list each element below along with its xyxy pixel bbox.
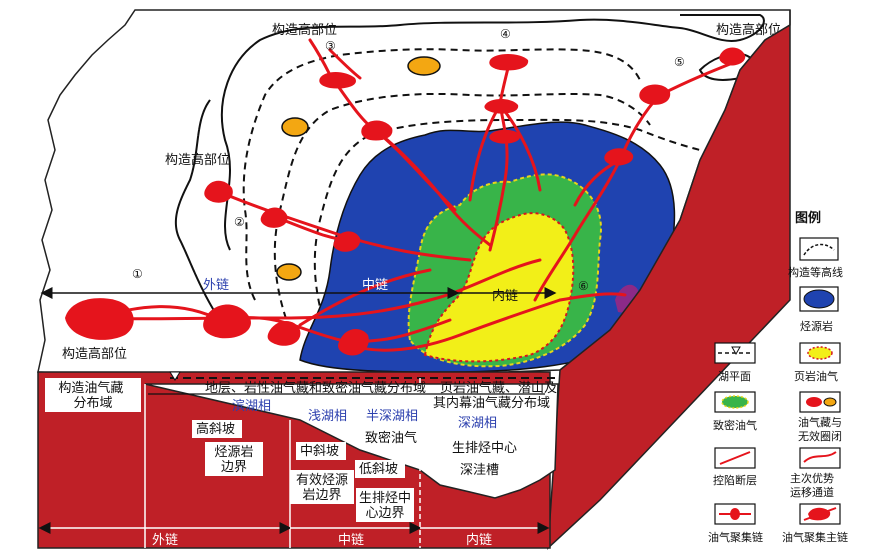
legend-reservoir-l2: 无效圈闭 bbox=[798, 429, 842, 443]
low-slope-label: 低斜坡 bbox=[359, 462, 398, 477]
map-inner-chain: 内链 bbox=[492, 288, 518, 304]
gen-center-label: 生排烃中心 bbox=[452, 441, 517, 456]
structural-domain-l1: 构造油气藏 bbox=[58, 380, 123, 396]
map-high-left: 构造高部位 bbox=[165, 152, 230, 168]
section-outer-chain: 外链 bbox=[152, 533, 178, 548]
legend-tight-oil: 致密油气 bbox=[713, 418, 757, 432]
legend-lake-level: 湖平面 bbox=[718, 370, 751, 383]
section-middle-chain: 中链 bbox=[338, 533, 364, 548]
effective-source-l1: 有效烃源 bbox=[296, 473, 348, 488]
high-slope-label: 高斜坡 bbox=[196, 421, 235, 437]
legend-fault: 控陷断层 bbox=[713, 473, 757, 487]
map-middle-chain: 中链 bbox=[362, 278, 388, 293]
mid-slope-label: 中斜坡 bbox=[300, 444, 339, 459]
map-high-top-right: 构造高部位 bbox=[716, 22, 781, 38]
legend-migration-l1: 主次优势 bbox=[790, 471, 834, 485]
shore-facies-label: 滨湖相 bbox=[232, 398, 271, 414]
map-num-6: ⑥ bbox=[578, 279, 589, 293]
source-boundary-l2: 边界 bbox=[221, 460, 247, 475]
legend-source-rock: 烃源岩 bbox=[800, 319, 833, 333]
legend-reservoir-l1: 油气藏与 bbox=[798, 415, 842, 429]
legend-shale-oil: 页岩油气 bbox=[794, 369, 838, 383]
map-high-bottom-left: 构造高部位 bbox=[62, 346, 127, 362]
strat-domain-label: 地层、岩性油气藏和致密油气藏分布域 bbox=[205, 380, 426, 396]
map-outer-chain: 外链 bbox=[203, 278, 229, 293]
map-num-2: ② bbox=[234, 215, 245, 229]
shale-domain-line1: 页岩油气藏、潜山及 bbox=[440, 380, 557, 396]
effective-source-l2: 岩边界 bbox=[302, 488, 341, 503]
source-boundary-l1: 烃源岩 bbox=[214, 445, 253, 460]
tight-oil-section-label: 致密油气 bbox=[365, 430, 417, 446]
legend-contour: 构造等高线 bbox=[788, 265, 843, 279]
deep-facies-label: 深湖相 bbox=[458, 416, 497, 431]
map-num-5: ⑤ bbox=[674, 55, 685, 69]
map-num-1: ① bbox=[132, 267, 143, 281]
legend-title: 图例 bbox=[795, 210, 821, 226]
legend-accum-chain: 油气聚集链 bbox=[708, 530, 763, 544]
structural-contours bbox=[174, 13, 765, 341]
structural-domain-box: 构造油气藏 分布域 bbox=[45, 378, 141, 412]
structural-domain-line1: 构造油气藏 分布域 bbox=[58, 380, 127, 411]
legend-migration-l2: 运移通道 bbox=[790, 485, 834, 499]
legend-main-chain: 油气聚集主链 bbox=[782, 530, 848, 544]
invalid-traps bbox=[276, 56, 441, 281]
semideep-facies-label: 半深湖相 bbox=[366, 409, 418, 424]
oil-gas-reservoirs bbox=[65, 47, 746, 356]
deep-trough-label: 深洼槽 bbox=[460, 463, 499, 478]
block-right-wall bbox=[547, 10, 791, 550]
map-num-3: ③ bbox=[325, 39, 336, 53]
map-num-4: ④ bbox=[500, 27, 511, 41]
gen-center-boundary-l1: 生排烃中 bbox=[359, 491, 411, 506]
section-inner-chain: 内链 bbox=[466, 532, 492, 548]
shale-domain-line2: 其内幕油气藏分布域 bbox=[433, 395, 550, 411]
legend: 图例 构造等高线 烃源岩 湖平面 页岩油气 致密油气 油气藏与 无效圈闭 控陷断… bbox=[708, 210, 848, 544]
map-high-top: 构造高部位 bbox=[272, 22, 337, 38]
structural-domain-l2: 分布域 bbox=[73, 396, 112, 411]
gen-center-boundary-l2: 心边界 bbox=[365, 506, 404, 521]
shallow-facies-label: 浅湖相 bbox=[308, 409, 347, 424]
